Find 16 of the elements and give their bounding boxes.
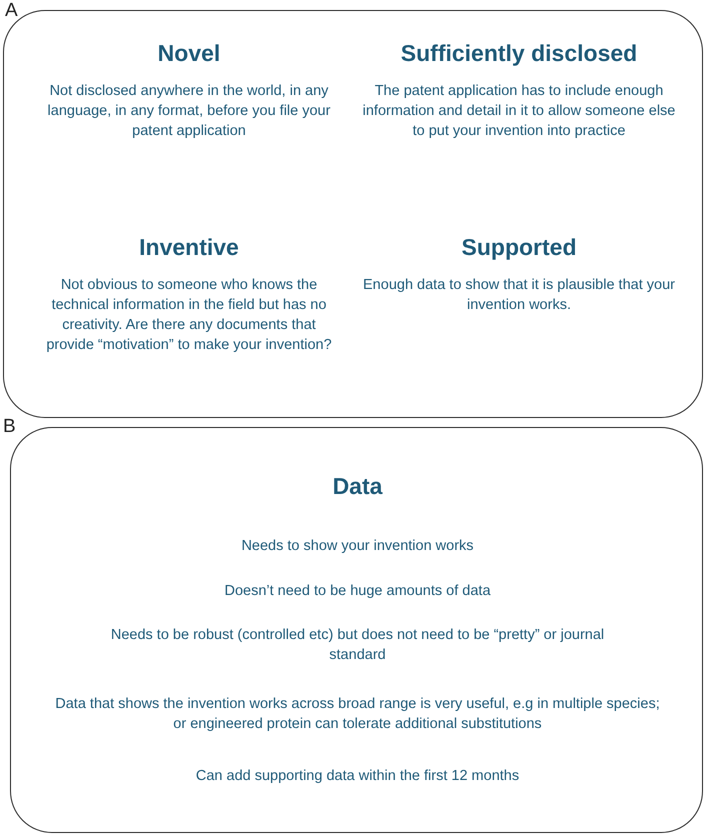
section-heading: Sufficiently disclosed	[400, 39, 638, 67]
section-heading: Data	[332, 472, 384, 500]
body-text: Doesn’t need to be huge amounts of data	[223, 582, 492, 601]
body-text: Not obvious to someone who knows the technical information in the field but has no creativity. Are there any documents that provide “motivation” to make your invention?	[45, 276, 333, 355]
body-text: Not disclosed anywhere in the world, in any language, in any format, before you file your patent application	[46, 82, 332, 141]
body-text: Needs to be robust (controlled etc) but does not need to be “pretty” or journal standard	[110, 626, 606, 665]
body-text: Can add supporting data within the first 12 months	[194, 767, 520, 786]
section-heading: Supported	[460, 233, 578, 261]
body-text: Enough data to show that it is plausible that your invention works.	[362, 276, 676, 315]
body-text: Needs to show your invention works	[240, 537, 475, 556]
body-text: Data that shows the invention works across broad range is very useful, e.g in multiple species; or engineered protein can tolerate additional substitutions	[54, 695, 661, 734]
panel-letter: A	[5, 0, 18, 22]
panel-letter: B	[3, 416, 16, 438]
section-heading: Novel	[156, 39, 222, 67]
body-text: The patent application has to include enough information and detail in it to allow someone else to put your invention into practice	[362, 82, 676, 141]
section-heading: Inventive	[138, 233, 240, 261]
